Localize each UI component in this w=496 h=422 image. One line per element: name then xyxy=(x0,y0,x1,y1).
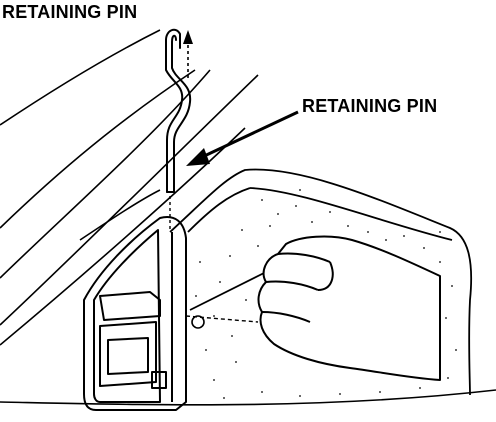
dashboard-inner-edge xyxy=(187,187,251,233)
hinge-slot xyxy=(107,337,149,375)
panel-stipple xyxy=(195,189,457,399)
dashboard-outline xyxy=(169,168,473,396)
background-panel-lines xyxy=(0,29,496,406)
floor-line xyxy=(0,389,496,406)
hand-outline xyxy=(257,235,441,381)
retaining-pin-outer xyxy=(165,28,184,193)
panel-line-6 xyxy=(79,189,161,241)
hinge-tab xyxy=(151,371,167,389)
panel-line-3 xyxy=(0,69,211,279)
finger-3 xyxy=(261,311,311,323)
hinge-block xyxy=(99,321,157,387)
dashboard-lower-curve xyxy=(189,269,271,311)
knuckle-crease xyxy=(317,261,334,291)
label-retaining-pin-right: RETAINING PIN xyxy=(302,96,437,116)
panel-line-5 xyxy=(0,127,246,346)
finger-2 xyxy=(265,280,319,291)
finger-1 xyxy=(277,252,331,263)
hinge-plate xyxy=(99,291,161,321)
hand xyxy=(257,235,441,381)
up-direction-arrow xyxy=(183,30,193,78)
dashboard-panel xyxy=(169,168,473,396)
hinge-fastener xyxy=(191,315,205,329)
label-retaining-pin-top: RETAINING PIN xyxy=(2,2,137,22)
hinge-bracket xyxy=(83,216,187,411)
retaining-pin xyxy=(165,28,192,193)
leader-arrow xyxy=(186,110,299,166)
hinge-outer xyxy=(83,216,187,411)
panel-line-1 xyxy=(0,29,161,126)
panel-line-4 xyxy=(0,74,259,326)
dashboard-ridge xyxy=(249,187,453,241)
panel-line-2 xyxy=(0,69,196,229)
retaining-pin-inner xyxy=(171,34,192,193)
hidden-line xyxy=(185,315,259,323)
